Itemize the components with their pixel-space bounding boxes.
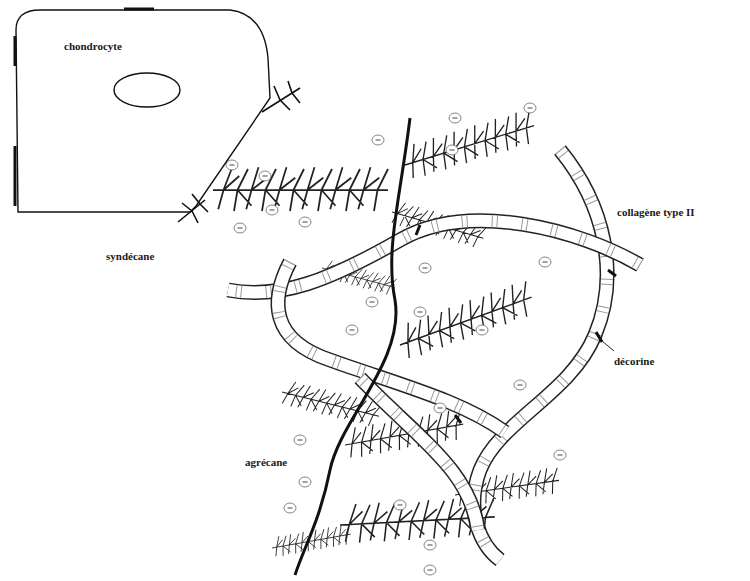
cell-membrane xyxy=(16,10,270,212)
collagen-fibrils xyxy=(228,150,640,560)
cell-label: chondrocyte xyxy=(62,40,124,52)
aggrecan-brushes xyxy=(213,109,561,558)
syndecan-molecules xyxy=(178,81,300,223)
nucleus xyxy=(114,73,180,107)
part-label: collagène type II xyxy=(615,206,697,218)
cell-outline: chondrocyte xyxy=(14,6,276,218)
part-label: syndécane xyxy=(104,250,156,262)
negative-charges xyxy=(226,103,566,575)
part-label: décorine xyxy=(612,355,656,367)
cell-shape xyxy=(14,6,276,218)
hyaluronan-chain xyxy=(295,118,410,575)
part-label: agrécane xyxy=(243,456,289,468)
membrane-thickening xyxy=(15,9,154,206)
